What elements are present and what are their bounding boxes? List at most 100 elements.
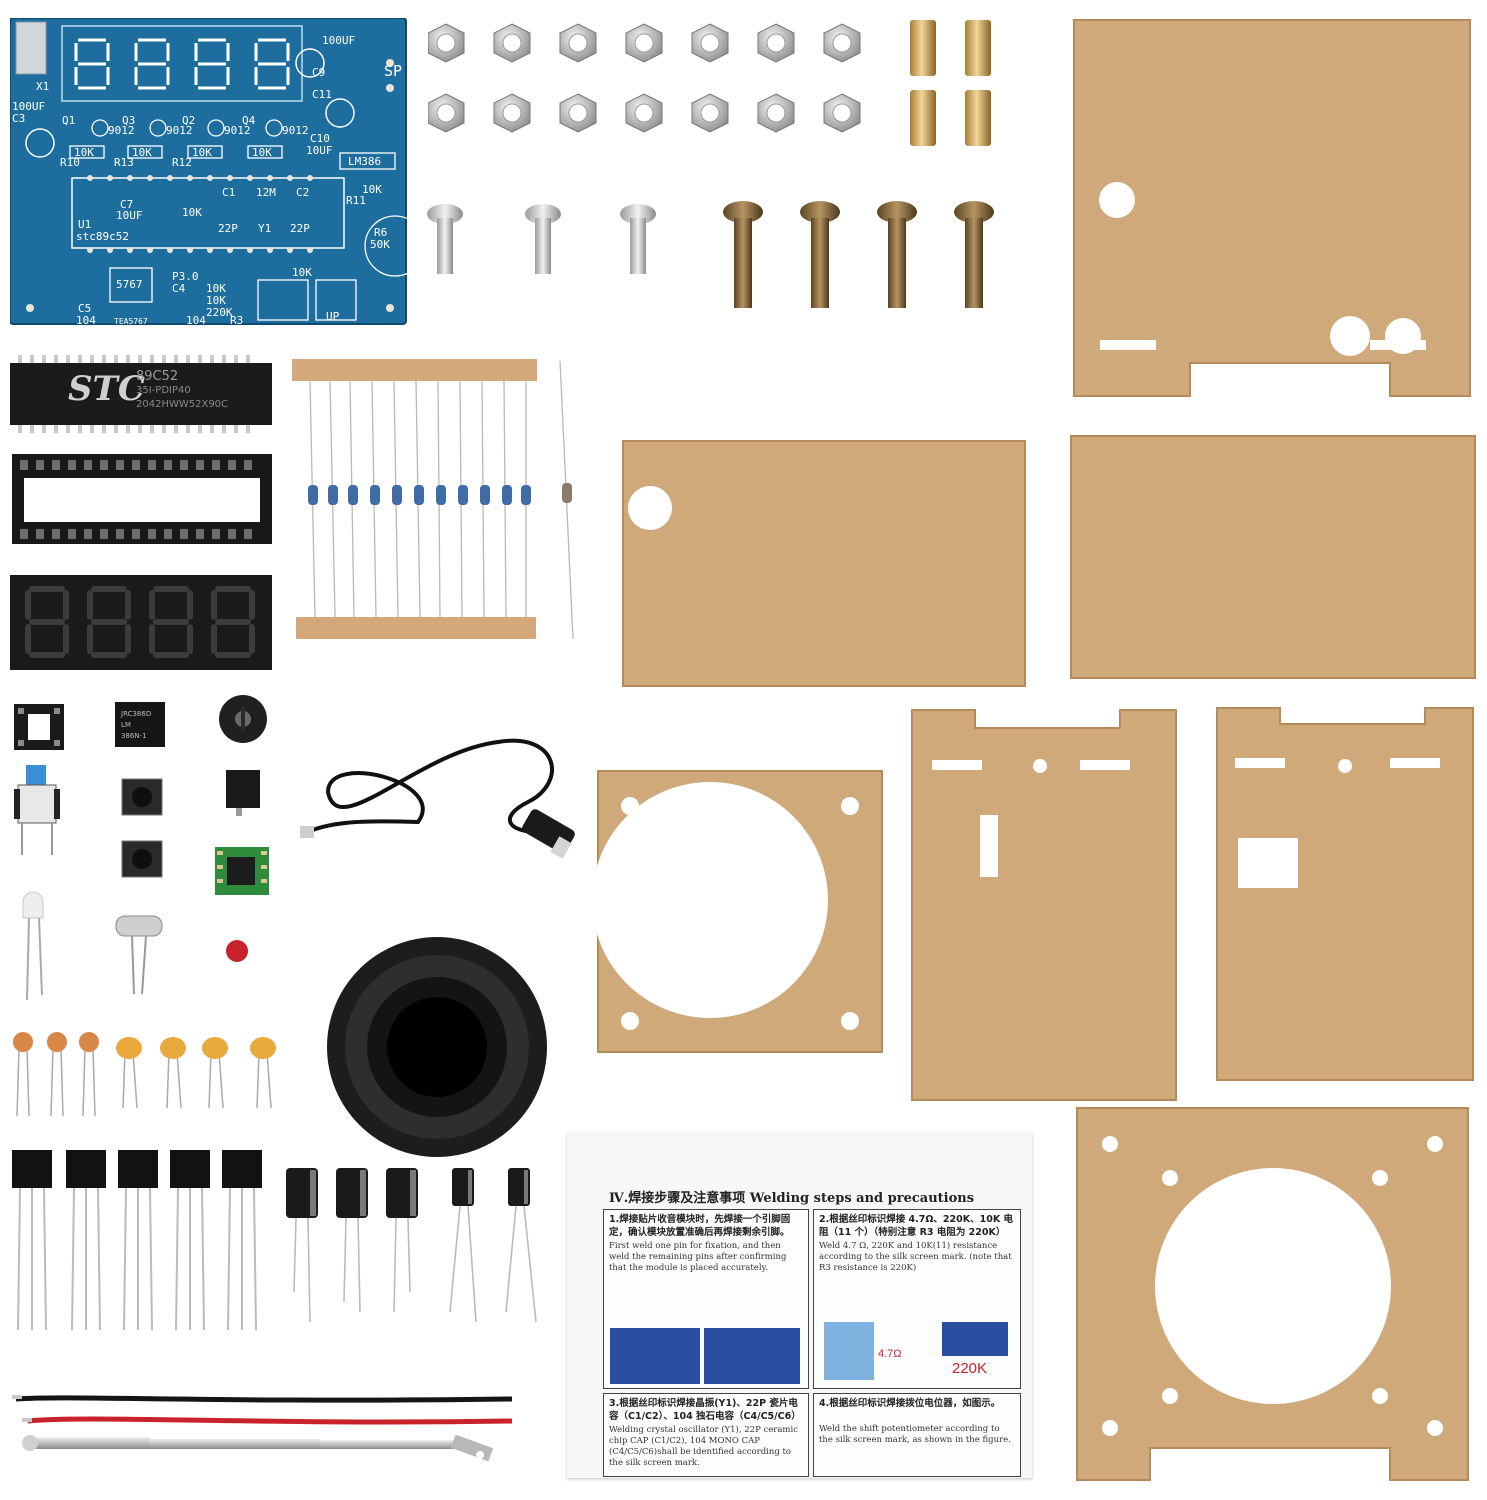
pcb-label: Y1: [258, 222, 271, 235]
clear-led: [15, 890, 55, 1005]
pcb-label: C10: [310, 132, 330, 145]
pcb-label: 22P: [290, 222, 310, 235]
step2-cn: 2.根据丝印标识焊接 4.7Ω、220K、10K 电阻（11 个）（特别注意 R…: [819, 1214, 1014, 1238]
pcb-label: R10: [60, 156, 80, 169]
step4-box: 4.根据丝印标识焊接拨位电位器，如图示。 Weld the shift pote…: [813, 1393, 1021, 1477]
potentiometer: [215, 693, 275, 748]
lm386-amplifier-chip: JRC386D LM 386N-1: [115, 702, 165, 747]
brass-standoffs: [905, 15, 1005, 150]
pcb-label: 50K: [370, 238, 390, 251]
chip-line2: 35I-PDIP40: [136, 385, 191, 396]
dip8-socket: [12, 702, 67, 752]
chip-line3: 2042HWW52X90C: [136, 399, 229, 410]
step2-box: 2.根据丝印标识焊接 4.7Ω、220K、10K 电阻（11 个）（特别注意 R…: [813, 1209, 1021, 1389]
ic-socket: [10, 452, 275, 547]
ceramic-capacitors: [5, 1028, 285, 1123]
pcb-label: C7: [120, 198, 133, 211]
pcb-label: C4: [172, 282, 186, 295]
pcb-label: 10K: [132, 146, 152, 159]
electrolytic-capacitors: [280, 1162, 545, 1327]
pcb-label: LM386: [348, 155, 381, 168]
pcb-label: 104: [76, 314, 96, 327]
tactile-button: [118, 775, 168, 895]
pcb-label: C11: [312, 88, 332, 101]
pcb-label: R6: [374, 226, 387, 239]
tag-220k: 220K: [952, 1360, 988, 1377]
step1-cn: 1.焊接贴片收音模块时，先焊接一个引脚固定，确认模块放置准确后再焊接剩余引脚。: [609, 1214, 791, 1238]
seven-segment-display: [10, 575, 272, 670]
step4-cn: 4.根据丝印标识焊接拨位电位器，如图示。: [819, 1398, 1001, 1409]
step3-box: 3.根据丝印标识焊接晶振(Y1)、22P 瓷片电容（C1/C2）、104 独石电…: [603, 1393, 809, 1477]
pcb-label: C2: [296, 186, 309, 199]
pcb-label: 10K: [192, 146, 212, 159]
pcb-label: C9: [312, 66, 325, 79]
pcb-label: C3: [12, 112, 25, 125]
pcb-label: 22P: [218, 222, 238, 235]
chip-model: 89C52: [136, 369, 179, 384]
pcb-label: 9012: [224, 124, 251, 137]
pcb-label: 100UF: [12, 100, 45, 113]
transistors: [10, 1150, 270, 1335]
resistor-strip: [290, 355, 585, 645]
small-chip-text2: LM: [121, 721, 131, 729]
small-chip-text1: JRC386D: [121, 710, 152, 718]
pcb-label: Q4: [242, 114, 256, 127]
pcb-label: 100UF: [322, 34, 355, 47]
pcb-board: 100UF C9 X1 SP 100UF C3 C11 Q1 Q3 Q2 Q4 …: [10, 18, 410, 328]
pcb-label: 9012: [282, 124, 309, 137]
pcb-label: R13: [114, 156, 134, 169]
acrylic-panels: [590, 18, 1480, 1488]
step3-en: Welding crystal oscillator (Y1), 22P cer…: [609, 1425, 798, 1468]
pcb-label: P3.0: [172, 270, 199, 283]
step1-box: 1.焊接贴片收音模块时，先焊接一个引脚固定，确认模块放置准确后再焊接剩余引脚。 …: [603, 1209, 809, 1389]
step2-en: Weld 4.7 Ω, 220K and 10K(11) resistance …: [819, 1241, 1012, 1273]
pcb-label: 10UF: [306, 144, 333, 157]
pcb-label: 104: [186, 314, 206, 327]
wires-and-antenna: [12, 1385, 522, 1485]
module-photo: [610, 1328, 700, 1384]
pcb-label: 10K: [252, 146, 272, 159]
step1-en: First weld one pin for fixation, and the…: [609, 1241, 787, 1273]
red-led: [224, 938, 250, 964]
resistor-photo: [824, 1322, 874, 1380]
usb-power-cable: [298, 722, 578, 867]
pcb-label: X1: [36, 80, 49, 93]
step3-cn: 3.根据丝印标识焊接晶振(Y1)、22P 瓷片电容（C1/C2）、104 独石电…: [609, 1398, 801, 1422]
pcb-label: TEA5767: [114, 317, 148, 326]
instruction-heading: Ⅳ.焊接步骤及注意事项 Welding steps and precaution…: [609, 1191, 975, 1206]
pcb-label: 10K: [292, 266, 312, 279]
pcb-label: C1: [222, 186, 235, 199]
pcb-label: Q2: [182, 114, 195, 127]
module-photo: [704, 1328, 800, 1384]
pcb-label: 10K: [74, 146, 94, 159]
chip-brand: STC: [68, 369, 145, 409]
pcb-label: Q3: [122, 114, 135, 127]
crystal-oscillator: [112, 912, 172, 997]
self-lock-switch: [12, 765, 62, 865]
pcb-label: R11: [346, 194, 366, 207]
pcb-label: 10K: [362, 183, 382, 196]
instruction-sheet: Ⅳ.焊接步骤及注意事项 Welding steps and precaution…: [567, 1133, 1032, 1478]
pcb-label: stc89c52: [76, 230, 129, 243]
step4-en: Weld the shift potentiometer according t…: [819, 1424, 1011, 1445]
pcb-label: C5: [78, 302, 91, 315]
pcb-label: 9012: [166, 124, 193, 137]
pcb-label: U1: [78, 218, 91, 231]
pcb-label: Q1: [62, 114, 75, 127]
pcb-label: R3: [230, 314, 243, 327]
fm-radio-module: [213, 845, 273, 900]
pcb-label: 12M: [256, 186, 276, 199]
pcb-label: SP: [384, 62, 402, 80]
stc-microcontroller: STC 89C52 35I-PDIP40 2042HWW52X90C: [10, 355, 272, 435]
pcb-label: 10K: [206, 294, 226, 307]
pcb-label: 5767: [116, 278, 143, 291]
tag-4-7-ohm: 4.7Ω: [878, 1348, 902, 1360]
pcb-label: UP: [326, 310, 340, 323]
screws: [425, 200, 1005, 315]
small-chip-text3: 386N-1: [121, 732, 147, 740]
pcb-label: 9012: [108, 124, 135, 137]
dc-power-jack: [222, 768, 267, 818]
pcb-label: 10K: [182, 206, 202, 219]
speaker: [325, 935, 555, 1165]
resistor-photo: [942, 1322, 1008, 1356]
